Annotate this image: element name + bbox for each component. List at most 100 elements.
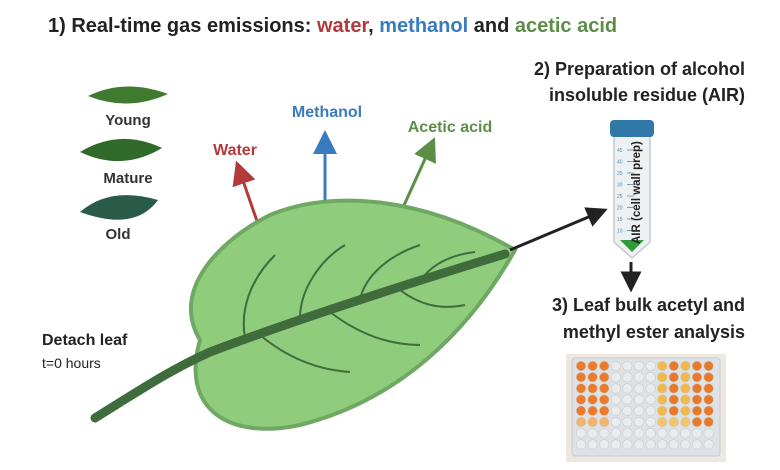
plate-well (610, 428, 621, 439)
plate-well (657, 439, 668, 450)
plate-well (622, 360, 633, 372)
plate-well (575, 394, 587, 405)
plate-well (633, 360, 645, 372)
detached-leaf (90, 198, 518, 431)
leaf-mature (80, 138, 162, 162)
plate-well (587, 360, 598, 372)
plate-well (691, 394, 703, 405)
acetic-label: Acetic acid (408, 119, 492, 136)
plate-well (599, 439, 610, 450)
plate-well (599, 360, 610, 372)
plate-well (668, 416, 679, 428)
plate-well (610, 360, 621, 372)
tube-tick-label: 10 (617, 229, 623, 235)
plate-well (633, 416, 645, 428)
tube-tick-label: 25 (617, 194, 623, 200)
plate-well (645, 439, 656, 450)
well-plate-photo (566, 354, 726, 462)
plate-well (610, 439, 621, 450)
plate-well (599, 394, 610, 405)
tube-label: AIR (cell wall prep) (631, 141, 643, 244)
plate-well (680, 439, 691, 450)
plate-well (633, 405, 645, 416)
plate-well (703, 383, 714, 394)
plate-well (668, 360, 679, 372)
plate-well (691, 405, 703, 416)
plate-well (645, 383, 656, 394)
plate-well (680, 416, 691, 428)
plate-well (703, 405, 714, 416)
leaf-age-label: Young (105, 112, 151, 129)
plate-well (645, 360, 656, 372)
plate-well (575, 439, 587, 450)
water-label: Water (213, 142, 257, 159)
plate-well (575, 360, 587, 372)
leaf-age-label: Mature (103, 170, 152, 187)
plate-well (657, 416, 668, 428)
step2-line2: insoluble residue (AIR) (549, 85, 745, 105)
plate-well (680, 372, 691, 383)
acetic-arrow (398, 137, 436, 215)
plate-well (599, 372, 610, 383)
plate-well (668, 439, 679, 450)
plate-well (645, 428, 656, 439)
plate-well (599, 416, 610, 428)
plate-well (703, 372, 714, 383)
plate-well (622, 372, 633, 383)
plate-well (575, 405, 587, 416)
tube-tick-label: 40 (617, 160, 623, 166)
detach-leaf-label: Detach leaf (42, 332, 128, 349)
plate-well (703, 428, 714, 439)
plate-well (599, 428, 610, 439)
leaf-young (88, 86, 168, 104)
plate-well (633, 383, 645, 394)
step3-line2: methyl ester analysis (563, 322, 745, 342)
plate-well (622, 439, 633, 450)
plate-well (622, 405, 633, 416)
plate-well (668, 383, 679, 394)
plate-well (657, 383, 668, 394)
plate-well (610, 383, 621, 394)
plate-well (657, 428, 668, 439)
plate-well (575, 416, 587, 428)
plate-well (610, 416, 621, 428)
water-arrow (232, 160, 260, 225)
plate-well (633, 394, 645, 405)
plate-well (680, 360, 691, 372)
plate-well (691, 383, 703, 394)
tube-tick-label: 30 (617, 183, 623, 189)
plate-well (599, 383, 610, 394)
step3-line1: 3) Leaf bulk acetyl and (552, 295, 745, 315)
plate-well (657, 394, 668, 405)
plate-well (575, 383, 587, 394)
plate-well (680, 405, 691, 416)
plate-well (645, 405, 656, 416)
step2-line1: 2) Preparation of alcohol (534, 59, 745, 79)
plate-well (610, 405, 621, 416)
plate-well (691, 439, 703, 450)
plate-well (599, 405, 610, 416)
methanol-label: Methanol (292, 104, 362, 121)
plate-well (691, 416, 703, 428)
tube-cap (610, 120, 654, 137)
plate-well (645, 372, 656, 383)
plate-well (680, 394, 691, 405)
plate-well (691, 360, 703, 372)
plate-well (657, 360, 668, 372)
plate-well (622, 428, 633, 439)
plate-well (657, 405, 668, 416)
plate-well (622, 416, 633, 428)
plate-well (668, 394, 679, 405)
plate-well (691, 428, 703, 439)
plate-well (587, 372, 598, 383)
plate-well (680, 383, 691, 394)
leaf-old (80, 195, 158, 220)
plate-well (668, 372, 679, 383)
title: 1) Real-time gas emissions: water, metha… (48, 15, 617, 37)
plate-well (622, 394, 633, 405)
plate-well (703, 439, 714, 450)
plate-well (575, 428, 587, 439)
to-air-arrow (509, 207, 608, 252)
plate-well (575, 372, 587, 383)
